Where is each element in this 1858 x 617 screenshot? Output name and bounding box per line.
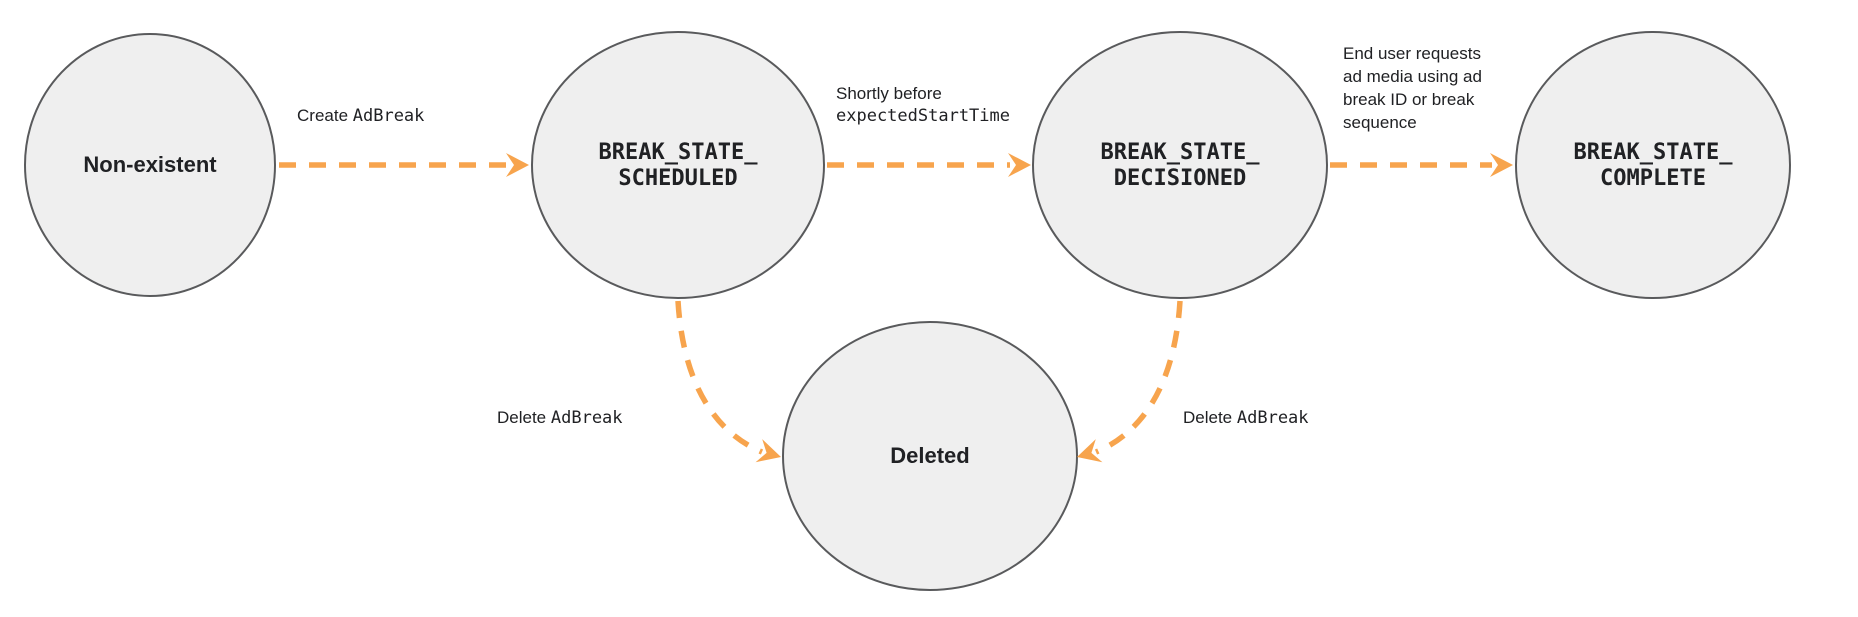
edge-label-code: AdBreak bbox=[1236, 408, 1309, 428]
edge-label-shortly-before-expected-start-time: Shortly before expectedStartTime bbox=[836, 82, 1010, 128]
edge-label-text: Delete bbox=[1183, 408, 1237, 427]
edge-delete-adbreak-from-scheduled bbox=[675, 300, 764, 455]
edge-label-end-user-requests-ad-media: End user requests ad media using ad brea… bbox=[1343, 42, 1482, 134]
node-label-text: SCHEDULED bbox=[618, 166, 738, 191]
node-label-text: BREAK_STATE_ bbox=[1573, 140, 1733, 165]
arrowhead-delete-adbreak-from-scheduled bbox=[755, 439, 781, 463]
arrowhead-delete-adbreak-from-decisioned bbox=[1077, 439, 1103, 463]
node-label-text: COMPLETE bbox=[1600, 166, 1706, 191]
arrowhead-create-adbreak bbox=[506, 153, 529, 177]
node-label-break-state-complete: BREAK_STATE_ COMPLETE bbox=[1574, 140, 1733, 192]
node-label-text: DECISIONED bbox=[1113, 166, 1247, 191]
node-ellipse-break-state-decisioned bbox=[1032, 31, 1328, 299]
edge-label-code: expectedStartTime bbox=[836, 106, 1010, 126]
edge-label-create-adbreak: Create AdBreak bbox=[297, 104, 424, 128]
node-label-deleted: Deleted bbox=[890, 443, 969, 469]
edge-label-text: break ID or break bbox=[1343, 90, 1475, 109]
edge-label-code: AdBreak bbox=[352, 106, 425, 126]
edge-label-text: ad media using ad bbox=[1343, 67, 1482, 86]
node-label-non-existent: Non-existent bbox=[83, 152, 216, 178]
edge-label-code: AdBreak bbox=[550, 408, 623, 428]
node-ellipse-deleted bbox=[782, 321, 1078, 591]
edge-label-text: Delete bbox=[497, 408, 551, 427]
edge-label-text: Shortly before bbox=[836, 84, 942, 103]
edge-label-delete-adbreak-from-scheduled: Delete AdBreak bbox=[497, 406, 623, 430]
node-label-text: BREAK_STATE_ bbox=[1100, 140, 1260, 165]
edge-label-delete-adbreak-from-decisioned: Delete AdBreak bbox=[1183, 406, 1309, 430]
edge-delete-adbreak-from-decisioned bbox=[1094, 300, 1183, 455]
node-label-text: Non-existent bbox=[83, 152, 217, 177]
node-label-text: Deleted bbox=[890, 443, 970, 468]
node-ellipse-non-existent bbox=[24, 33, 276, 297]
node-label-break-state-scheduled: BREAK_STATE_ SCHEDULED bbox=[599, 140, 758, 192]
edge-label-text: End user requests bbox=[1343, 44, 1481, 63]
node-ellipse-break-state-complete bbox=[1515, 31, 1791, 299]
node-label-break-state-decisioned: BREAK_STATE_ DECISIONED bbox=[1101, 140, 1260, 192]
edge-label-text: sequence bbox=[1343, 113, 1417, 132]
edge-label-text: Create bbox=[297, 106, 353, 125]
node-label-text: BREAK_STATE_ bbox=[598, 140, 758, 165]
node-ellipse-break-state-scheduled bbox=[531, 31, 825, 299]
arrowhead-shortly-before-expected-start-time bbox=[1008, 153, 1031, 177]
arrowhead-end-user-requests-ad-media bbox=[1490, 153, 1513, 177]
